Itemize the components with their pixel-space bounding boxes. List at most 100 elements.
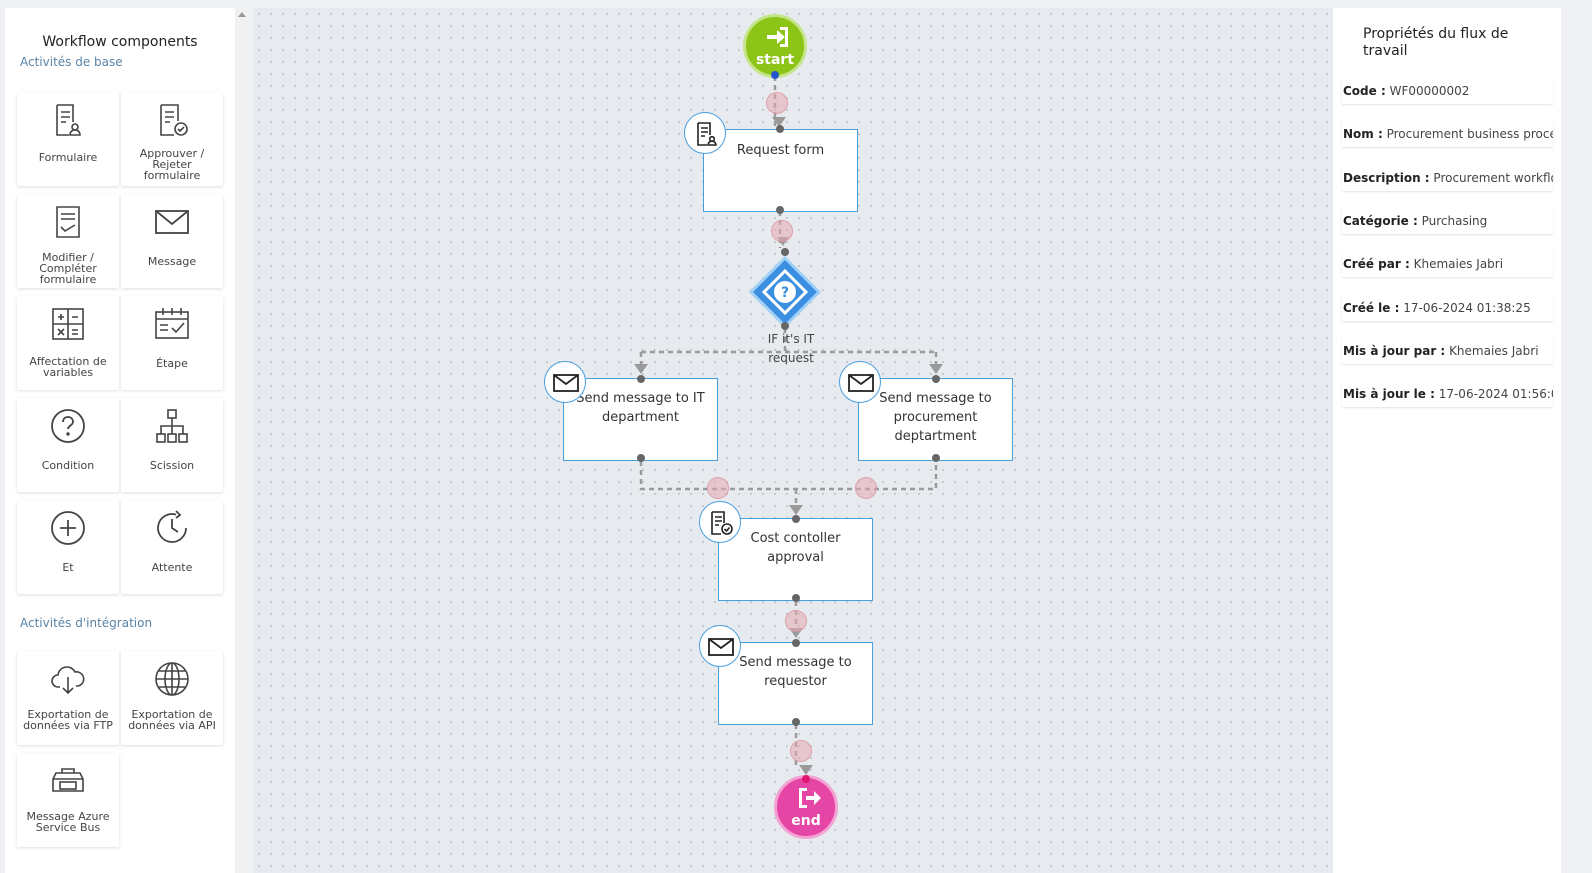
tile-message[interactable]: Message — [121, 194, 223, 288]
edge-handle[interactable] — [855, 477, 877, 499]
properties-title: Propriétés du flux de travail — [1363, 26, 1509, 59]
node-cost-controller-approval-badge — [699, 501, 741, 543]
property-updated-by: Mis à jour par : Khemaies Jabri — [1342, 338, 1553, 364]
port[interactable] — [776, 125, 784, 133]
tile-attente[interactable]: Attente — [121, 500, 223, 594]
form-icon — [56, 104, 81, 136]
port[interactable] — [932, 454, 940, 462]
edge-branches-approval — [639, 461, 938, 510]
question-circle-icon — [51, 409, 85, 443]
tile-label: Message Azure Service Bus — [26, 810, 110, 834]
hierarchy-icon — [156, 409, 188, 443]
tile-export-api[interactable]: Exportation de données via API — [121, 651, 223, 745]
end-port[interactable] — [802, 775, 810, 783]
workflow-canvas[interactable]: start Request form ? IF it's IT request … — [253, 8, 1333, 873]
end-node[interactable]: end — [774, 775, 838, 839]
node-request-form[interactable]: Request form — [703, 129, 858, 212]
tile-export-ftp[interactable]: Exportation de données via FTP — [17, 651, 119, 745]
property-value: Purchasing — [1421, 214, 1488, 228]
tile-label: Approuver / Rejeter formulaire — [139, 147, 205, 182]
edge-handle[interactable] — [785, 610, 807, 632]
node-send-message-procurement-label: Send message to procurement deptartment — [879, 391, 992, 444]
node-send-message-it-badge — [544, 361, 586, 403]
port[interactable] — [776, 206, 784, 214]
right-gutter — [1561, 0, 1592, 873]
arrow-to-it — [634, 364, 648, 374]
node-send-message-requestor-badge — [699, 625, 741, 667]
tile-variable-assignment[interactable]: Affectation de variables — [17, 296, 119, 390]
tile-label: Message — [147, 255, 197, 268]
tile-etape[interactable]: Étape — [121, 296, 223, 390]
arrow-to-approval — [789, 505, 803, 515]
property-category: Catégorie : Purchasing — [1342, 208, 1553, 234]
svg-text:?: ? — [781, 285, 789, 301]
node-cost-controller-approval[interactable]: Cost contoller approval — [718, 518, 873, 601]
section-integration-activities: Activités d'intégration — [20, 616, 153, 630]
port[interactable] — [792, 594, 800, 602]
edge-handle[interactable] — [771, 220, 793, 242]
tile-label: Formulaire — [38, 151, 98, 164]
property-updated-at: Mis à jour le : 17-06-2024 01:56:01 — [1342, 381, 1553, 407]
sign-in-icon — [767, 27, 788, 47]
tile-label: Scission — [149, 459, 195, 472]
start-port[interactable] — [771, 71, 779, 79]
edge-handle[interactable] — [766, 92, 788, 114]
tile-azure-service-bus[interactable]: Message Azure Service Bus — [17, 753, 119, 847]
port[interactable] — [792, 718, 800, 726]
port[interactable] — [781, 322, 789, 330]
calendar-check-icon — [155, 308, 189, 339]
tile-label: Exportation de données via API — [128, 708, 216, 732]
start-node[interactable]: start — [743, 14, 807, 78]
property-label: Catégorie : — [1343, 214, 1418, 228]
node-send-message-requestor[interactable]: Send message to requestor — [718, 642, 873, 725]
property-created-at: Créé le : 17-06-2024 01:38:25 — [1342, 295, 1553, 321]
tile-formulaire[interactable]: Formulaire — [17, 92, 119, 186]
tile-edit-complete-form[interactable]: Modifier / Compléter formulaire — [17, 194, 119, 288]
property-code: Code : WF00000002 — [1342, 78, 1553, 104]
port[interactable] — [637, 454, 645, 462]
property-value: Procurement business process — [1386, 127, 1553, 141]
envelope-icon — [553, 374, 579, 392]
tile-condition[interactable]: Condition — [17, 398, 119, 492]
tile-approve-reject-form[interactable]: Approuver / Rejeter formulaire — [121, 92, 223, 186]
approve-form-icon — [711, 511, 733, 535]
node-send-message-procurement[interactable]: Send message to procurement deptartment — [858, 378, 1013, 461]
property-label: Nom : — [1343, 127, 1383, 141]
property-value: WF00000002 — [1389, 84, 1470, 98]
property-label: Créé par : — [1343, 257, 1410, 271]
sign-out-icon — [799, 788, 821, 808]
node-request-form-badge — [684, 112, 726, 154]
tile-et[interactable]: Et — [17, 500, 119, 594]
edge-handle[interactable] — [790, 740, 812, 762]
tile-label: Condition — [41, 459, 95, 472]
node-send-message-requestor-label: Send message to requestor — [739, 655, 852, 689]
property-description: Description : Procurement workflow — [1342, 165, 1553, 191]
port[interactable] — [792, 515, 800, 523]
property-label: Mis à jour le : — [1343, 387, 1435, 401]
arrow-to-request — [772, 117, 786, 127]
property-value: 17-06-2024 01:38:25 — [1403, 301, 1531, 315]
property-label: Description : — [1343, 171, 1430, 185]
palette-scrollbar[interactable] — [235, 8, 249, 873]
node-send-message-it[interactable]: Send message to IT department — [563, 378, 718, 461]
envelope-icon — [155, 210, 189, 234]
port[interactable] — [932, 375, 940, 383]
arrow-to-procurement — [929, 364, 943, 374]
start-label: start — [755, 52, 795, 68]
tile-scission[interactable]: Scission — [121, 398, 223, 492]
node-condition[interactable]: ? — [748, 255, 822, 329]
question-icon — [774, 281, 796, 303]
components-panel-title: Workflow components — [42, 34, 198, 50]
port[interactable] — [781, 248, 789, 256]
property-label: Mis à jour par : — [1343, 344, 1446, 358]
property-value: Khemaies Jabri — [1449, 344, 1539, 358]
plus-circle-icon — [51, 511, 85, 545]
port[interactable] — [792, 639, 800, 647]
node-cost-controller-approval-label: Cost contoller approval — [750, 531, 841, 565]
end-label: end — [791, 813, 821, 829]
property-value: 17-06-2024 01:56:01 — [1438, 387, 1553, 401]
edge-handle[interactable] — [707, 477, 729, 499]
port[interactable] — [637, 375, 645, 383]
scroll-up-arrow-icon[interactable] — [238, 12, 246, 17]
cloud-download-icon — [51, 666, 85, 695]
